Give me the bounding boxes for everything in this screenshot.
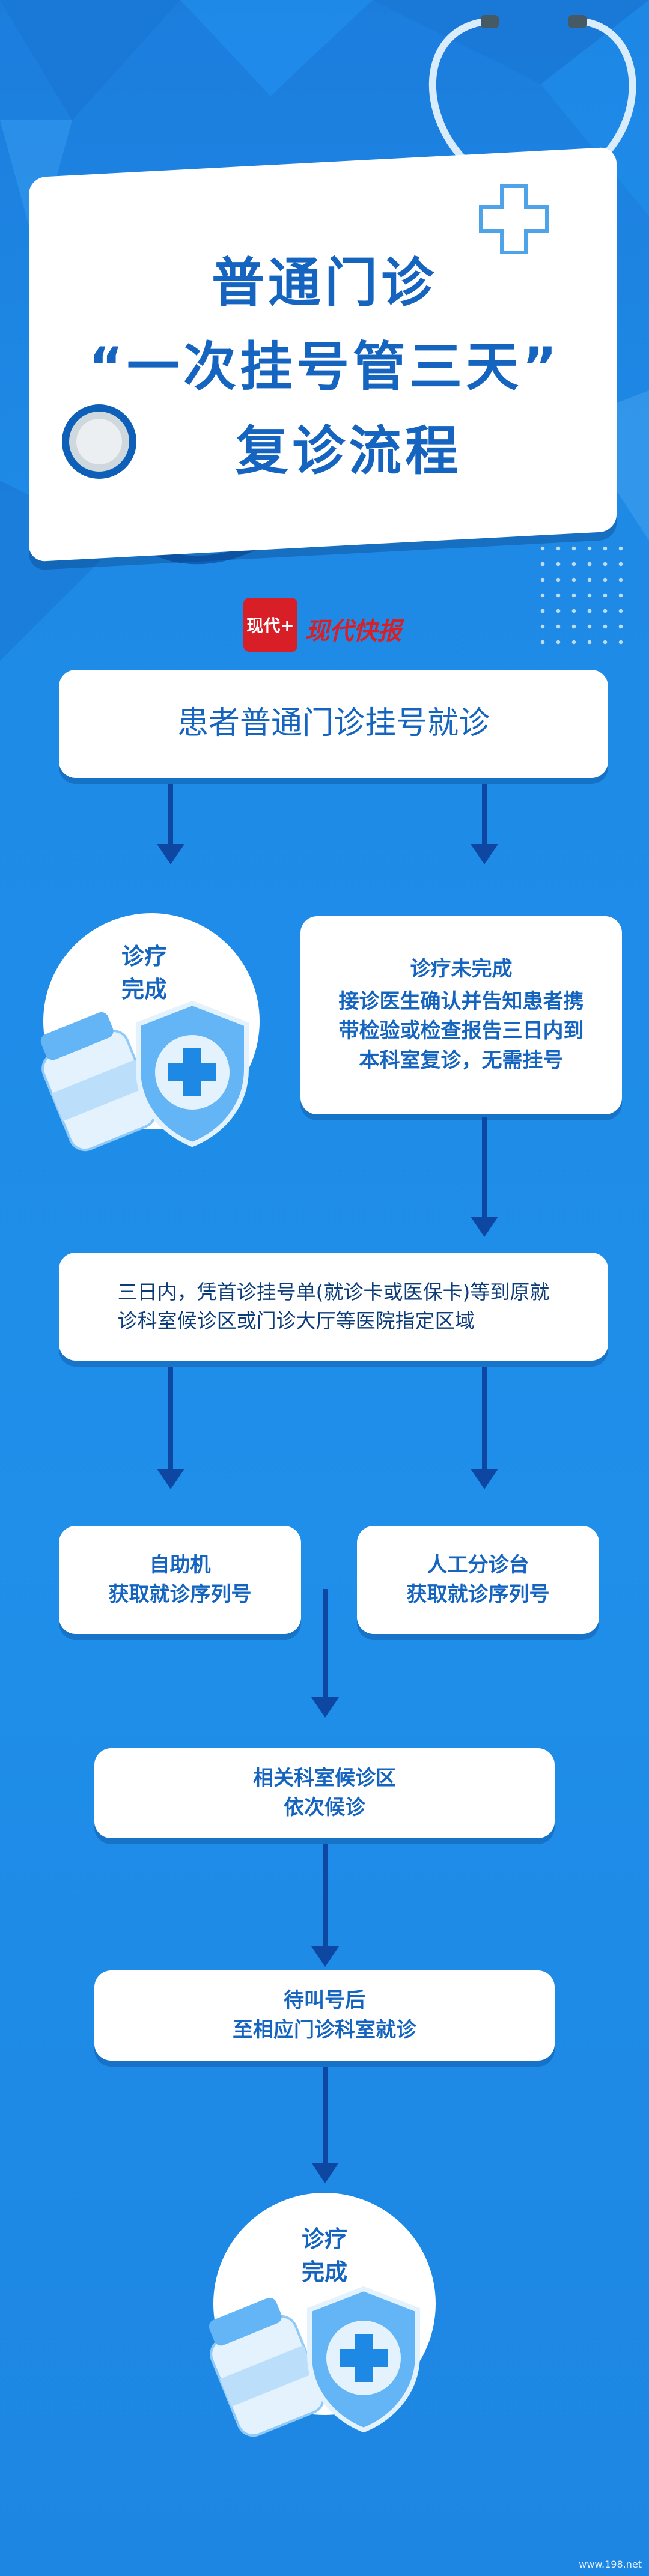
called-card: 待叫号后 至相应门诊科室就诊 (94, 1970, 555, 2061)
within-three-days-card: 三日内，凭首诊挂号单(就诊卡或医保卡)等到原就 诊科室候诊区或门诊大厅等医院指定… (59, 1253, 608, 1361)
medicine-bottle-icon (209, 2297, 325, 2437)
not-done-body: 接诊医生确认并告知患者携 带检验或检查报告三日内到 本科室复诊，无需挂号 (338, 989, 584, 1073)
not-done-title: 诊疗未完成 (410, 957, 513, 982)
medical-cross-icon (479, 184, 549, 254)
watermark: www.198.net (579, 2559, 642, 2570)
self-service-card: 自助机 获取就诊序列号 (59, 1526, 301, 1634)
title-line-2: “一次挂号管三天” (88, 336, 561, 398)
within-three-days-text: 三日内，凭首诊挂号单(就诊卡或医保卡)等到原就 诊科室候诊区或门诊大厅等医院指定… (117, 1280, 550, 1332)
stethoscope-chestpiece-icon (62, 404, 136, 479)
shield-cross-icon (307, 2286, 420, 2433)
waiting-card: 相关科室候诊区 依次候诊 (94, 1748, 555, 1838)
manual-triage-card: 人工分诊台 获取就诊序列号 (357, 1526, 599, 1634)
step-start-text: 患者普通门诊挂号就诊 (177, 705, 490, 742)
medicine-bottle-icon (40, 1012, 157, 1152)
called-text: 待叫号后 至相应门诊科室就诊 (233, 1988, 416, 2042)
manual-triage-text: 人工分诊台 获取就诊序列号 (406, 1552, 550, 1606)
shield-cross-icon (136, 1000, 249, 1147)
done-final-text: 诊疗 完成 (301, 2226, 347, 2286)
self-service-text: 自助机 获取就诊序列号 (108, 1552, 252, 1606)
title-line-1: 普通门诊 (211, 252, 437, 314)
logo-name: 现代快报 (305, 618, 401, 645)
title-line-3: 复诊流程 (235, 420, 462, 482)
done-left-text: 诊疗 完成 (121, 943, 167, 1003)
step-start-card: 患者普通门诊挂号就诊 (59, 670, 608, 778)
dot-grid-decoration (535, 541, 631, 649)
waiting-text: 相关科室候诊区 依次候诊 (253, 1766, 396, 1820)
not-done-card: 诊疗未完成 接诊医生确认并告知患者携 带检验或检查报告三日内到 本科室复诊，无需… (300, 916, 622, 1114)
logo-badge: 现代+ (243, 598, 297, 652)
